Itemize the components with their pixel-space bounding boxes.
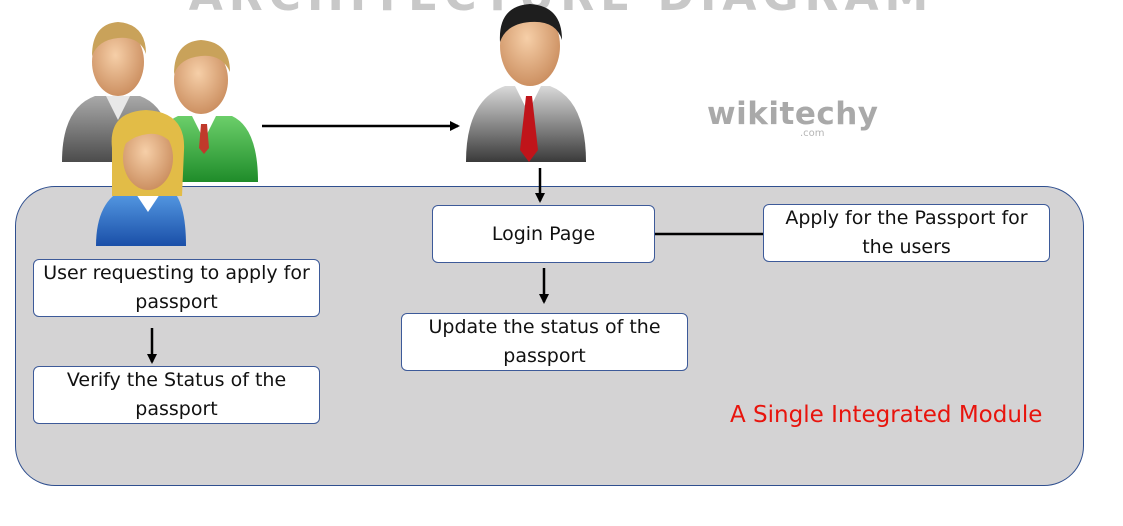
user-woman-icon (96, 110, 186, 246)
update-status-box: Update the status of the passport (401, 313, 688, 371)
admin-person-icon (466, 4, 586, 162)
apply-passport-box: Apply for the Passport for the users (763, 204, 1050, 262)
module-label: A Single Integrated Module (730, 402, 1043, 428)
diagram-title: ARCHITECTURE DIAGRAM (0, 0, 1123, 21)
wikitechy-logo: wikitechy (707, 96, 879, 132)
verify-status-box: Verify the Status of the passport (33, 366, 320, 424)
wikitechy-logo-suffix: .com (800, 128, 825, 139)
user-request-box: User requesting to apply for passport (33, 259, 320, 317)
login-page-box: Login Page (432, 205, 655, 263)
user-group-icon (62, 22, 258, 246)
